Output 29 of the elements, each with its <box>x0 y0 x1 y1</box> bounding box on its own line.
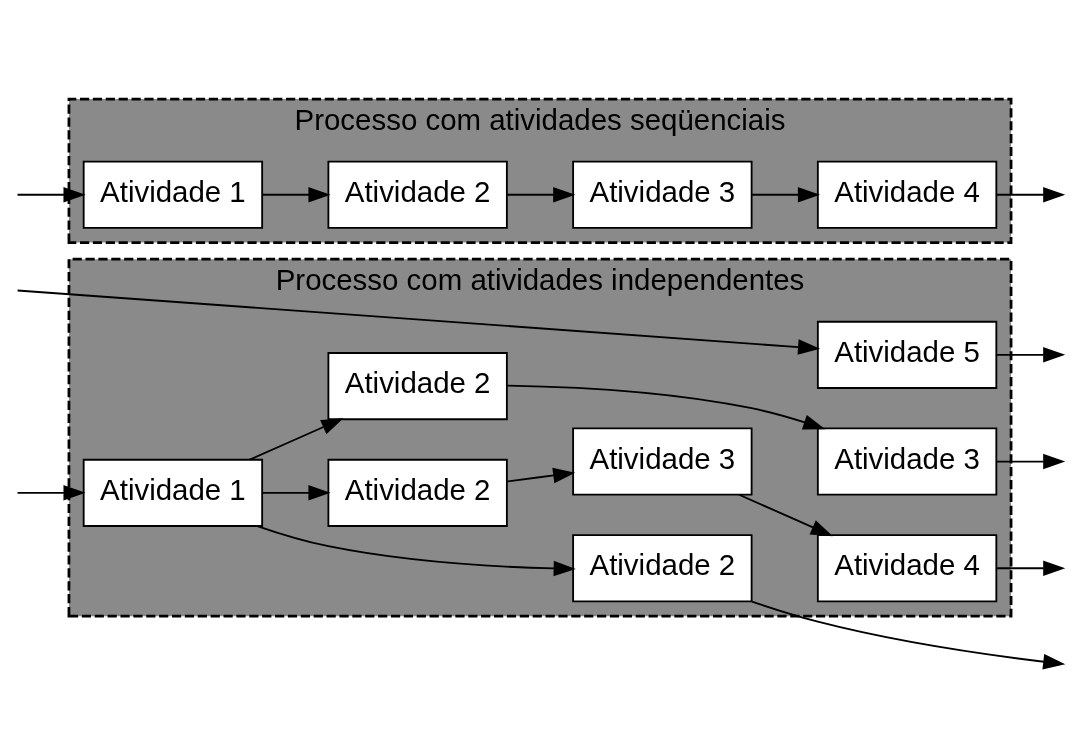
node-box: Atividade 5 <box>816 320 998 389</box>
node-box: Atividade 2 <box>327 458 508 527</box>
arrow <box>506 467 576 483</box>
arrow <box>995 560 1066 576</box>
arrow <box>248 417 344 461</box>
arrow <box>16 484 86 501</box>
node-box: Atividade 2 <box>327 160 508 229</box>
arrow <box>995 186 1066 202</box>
arrow <box>751 600 1066 669</box>
node-box: Atividade 3 <box>816 427 998 496</box>
arrow <box>261 186 331 202</box>
arrow <box>506 186 576 202</box>
node-box: Atividade 4 <box>816 533 998 602</box>
arrow <box>995 453 1066 469</box>
node-box: Atividade 1 <box>82 160 264 229</box>
arrow <box>16 289 821 355</box>
node-box: Atividade 3 <box>572 160 753 229</box>
arrow <box>256 524 576 576</box>
arrow <box>506 384 826 430</box>
node-box: Atividade 2 <box>327 351 508 420</box>
arrow <box>738 493 833 536</box>
arrow <box>995 346 1066 363</box>
node-box: Atividade 4 <box>816 160 998 229</box>
arrow <box>751 186 820 202</box>
arrow <box>16 186 86 202</box>
node-box: Atividade 3 <box>572 427 753 496</box>
node-box: Atividade 1 <box>82 458 264 527</box>
arrow <box>261 484 331 501</box>
node-box: Atividade 2 <box>572 533 753 602</box>
